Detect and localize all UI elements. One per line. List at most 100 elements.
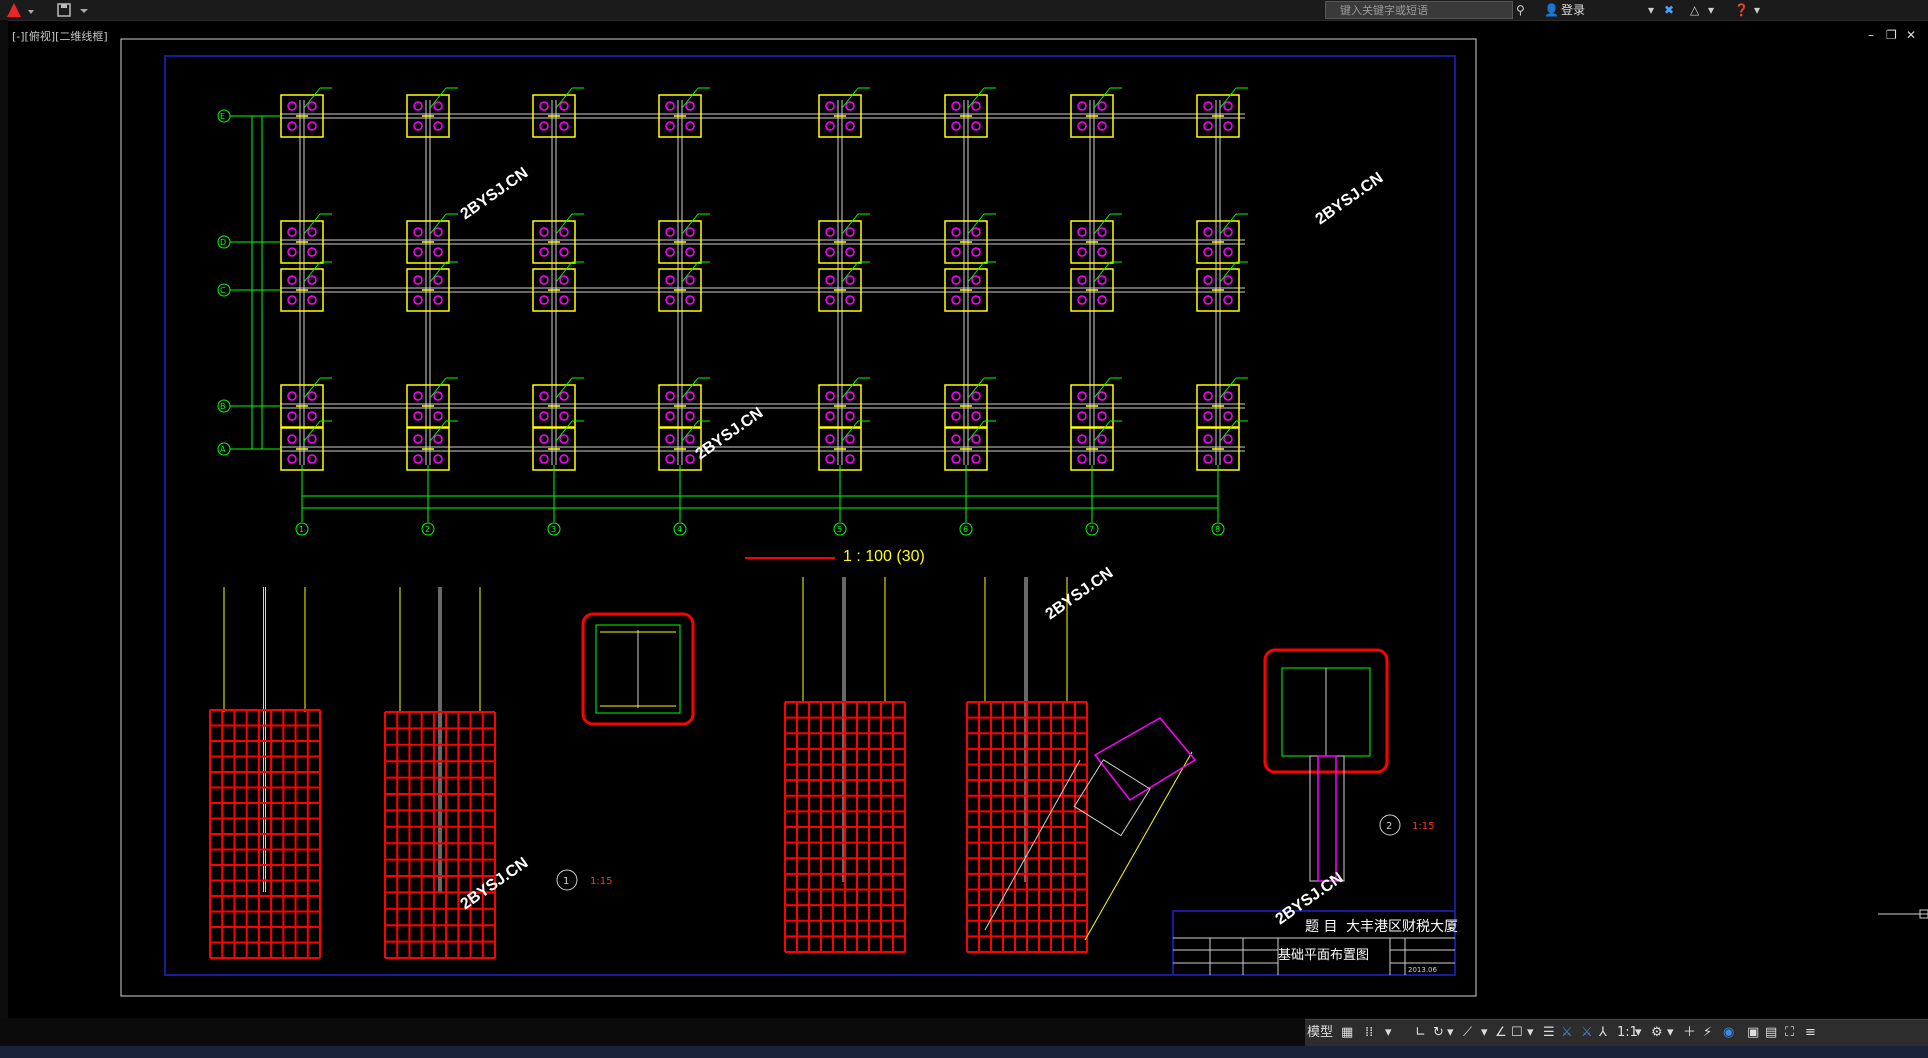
dropdown-icon[interactable]: ▾ xyxy=(1635,1025,1642,1040)
fullscreen-icon[interactable]: ⛶ xyxy=(1785,1025,1795,1040)
title-block: 题 目 大丰港区财税大厦 基础平面布置图 2013.06 xyxy=(1172,910,1458,976)
pile-circle xyxy=(971,101,981,111)
pile-circle xyxy=(413,247,423,257)
pile-circle xyxy=(845,391,855,401)
snap-icon[interactable]: ⁞⁞ xyxy=(1365,1025,1374,1040)
pile-circle xyxy=(825,454,835,464)
otrack-icon[interactable]: ∠ xyxy=(1495,1025,1507,1040)
pile-circle xyxy=(685,411,695,421)
plus-icon[interactable]: ＋ xyxy=(1683,1025,1697,1040)
pile-cap xyxy=(1196,384,1240,428)
pile-circle xyxy=(1203,275,1213,285)
leader-line xyxy=(681,213,699,235)
user-icon[interactable]: 👤 xyxy=(1544,3,1559,17)
ui-lock-icon[interactable]: ▤ xyxy=(1765,1025,1778,1040)
leader-line xyxy=(429,420,447,442)
quick-access-save-icon[interactable] xyxy=(54,1,94,19)
pile-circle xyxy=(685,391,695,401)
viewport-controls[interactable]: [-][俯视][二维线框] xyxy=(12,30,108,43)
a360-icon[interactable]: △ xyxy=(1690,3,1700,17)
dropdown-icon[interactable]: ▾ xyxy=(1648,3,1655,17)
leader-line xyxy=(681,87,699,109)
pile-circle xyxy=(951,434,961,444)
search-input[interactable]: 键入关键字或短语 xyxy=(1325,1,1513,19)
axis-bubble xyxy=(547,522,561,536)
close-icon[interactable]: ✕ xyxy=(1906,28,1917,42)
binoculars-icon[interactable]: ⚲ xyxy=(1516,3,1525,17)
leader-line xyxy=(1093,261,1111,283)
auto-scale-icon[interactable]: ⚔ xyxy=(1581,1025,1593,1040)
minimize-icon[interactable]: – xyxy=(1868,28,1874,42)
pile-circle xyxy=(287,121,297,131)
pile-cap xyxy=(818,268,862,312)
dropdown-icon[interactable]: ▾ xyxy=(1667,1025,1674,1040)
pile-circle xyxy=(307,227,317,237)
embed-plate xyxy=(1093,717,1197,801)
pile-circle xyxy=(559,391,569,401)
osnap-icon[interactable]: ⟋ xyxy=(1463,1025,1473,1040)
pile-circle xyxy=(951,101,961,111)
pile-circle xyxy=(413,434,423,444)
model-space-button[interactable]: 模型 xyxy=(1307,1025,1334,1040)
dropdown-icon[interactable]: ▾ xyxy=(1754,3,1761,17)
annotation-visibility-icon[interactable]: ⅄ xyxy=(1599,1025,1607,1040)
pile-circle xyxy=(539,247,549,257)
annotation-scale[interactable]: 1:1 xyxy=(1617,1025,1638,1040)
grid-icon[interactable]: ▦ xyxy=(1341,1025,1354,1040)
pile-cap xyxy=(406,268,450,312)
clean-screen-icon[interactable]: ▣ xyxy=(1747,1025,1760,1040)
pile-circle xyxy=(287,391,297,401)
leader-line xyxy=(841,87,859,109)
axis-label: 1 xyxy=(299,525,304,534)
ortho-icon[interactable]: ∟ xyxy=(1415,1025,1426,1040)
transparency-icon[interactable]: ☰ xyxy=(1543,1025,1555,1040)
dropdown-icon[interactable]: ▾ xyxy=(1481,1025,1488,1040)
pile-circle xyxy=(433,275,443,285)
pile-circle xyxy=(1097,247,1107,257)
pile-circle xyxy=(287,434,297,444)
pile-circle xyxy=(1223,411,1233,421)
login-button[interactable]: 登录 xyxy=(1561,3,1586,17)
lineweight-icon[interactable]: ☐ xyxy=(1511,1025,1523,1040)
pile-circle xyxy=(1097,121,1107,131)
annotation-icon[interactable]: ⚔ xyxy=(1561,1025,1573,1040)
pile-circle xyxy=(825,295,835,305)
pile-cap xyxy=(1196,220,1240,264)
dropdown-icon[interactable]: ▾ xyxy=(1447,1025,1454,1040)
restore-icon[interactable]: ❐ xyxy=(1886,28,1897,42)
pile-cap xyxy=(532,384,576,428)
section-rebar-ring xyxy=(1263,648,1389,774)
gear-icon[interactable]: ⚙ xyxy=(1651,1025,1663,1040)
autocad-logo-icon[interactable] xyxy=(4,1,36,19)
axis-label: 7 xyxy=(1089,525,1094,534)
sheet-inner-border xyxy=(164,55,1456,976)
pile-circle xyxy=(559,247,569,257)
pile-circle xyxy=(971,275,981,285)
pile-details xyxy=(209,577,1389,959)
axis-bubble xyxy=(217,283,231,297)
detail-2-circle xyxy=(1379,814,1401,836)
axis-bubble xyxy=(833,522,847,536)
pile-cap xyxy=(532,94,576,138)
isolate-icon[interactable]: ⚡ xyxy=(1703,1025,1713,1040)
pile-circle xyxy=(307,295,317,305)
pile-circle xyxy=(559,295,569,305)
pile-circle xyxy=(287,295,297,305)
exchange-icon[interactable]: ✖ xyxy=(1664,3,1675,17)
dropdown-icon[interactable]: ▾ xyxy=(1527,1025,1534,1040)
menu-icon[interactable]: ≡ xyxy=(1805,1025,1816,1040)
axis-bubble xyxy=(217,109,231,123)
leader-line xyxy=(681,261,699,283)
help-icon[interactable]: ❓ xyxy=(1734,3,1749,17)
axis-label: 8 xyxy=(1215,525,1220,534)
polar-icon[interactable]: ↻ xyxy=(1433,1025,1444,1040)
hardware-acceleration-icon[interactable]: ◉ xyxy=(1723,1025,1735,1040)
pile-circle xyxy=(287,275,297,285)
pile-cap xyxy=(280,220,324,264)
pile-circle xyxy=(413,101,423,111)
status-tray: 模型 ▦ ⁞⁞ ▾ ∟ ↻ ▾ ⟋ ▾ ∠ ☐ ▾ ☰ ⚔ ⚔ ⅄ 1:1 ▾ … xyxy=(1305,1019,1928,1046)
dropdown-icon[interactable]: ▾ xyxy=(1385,1025,1392,1040)
dropdown-icon[interactable]: ▾ xyxy=(1708,3,1715,17)
